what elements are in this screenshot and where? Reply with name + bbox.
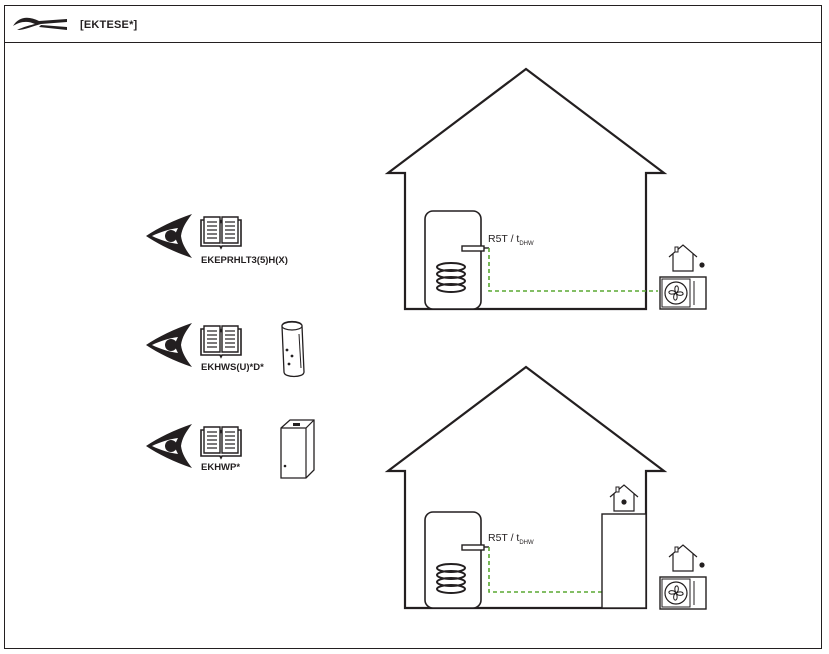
location-dot	[621, 499, 627, 505]
outdoor-house-icon	[668, 544, 698, 572]
eye-icon	[146, 323, 192, 367]
location-dot	[699, 562, 705, 568]
sensor-cable	[488, 547, 602, 593]
header-title: [EKTESE*]	[80, 19, 138, 31]
eye-icon	[146, 214, 192, 258]
sensor-label: R5T / tDHW	[488, 532, 534, 546]
eye-icon	[146, 424, 192, 468]
pliers-logo-icon	[13, 17, 67, 30]
outdoor-unit-icon	[659, 576, 707, 610]
indoor-unit	[601, 513, 647, 609]
outdoor-house-icon	[668, 244, 698, 272]
reference-row-3: EKHWP*	[146, 419, 315, 479]
sensor-cable	[488, 248, 658, 292]
hot-water-tank	[424, 511, 489, 609]
manual-book-icon	[200, 325, 242, 358]
model-label: EKEPRHLT3(5)H(X)	[201, 255, 288, 266]
header-bar: [EKTESE*]	[5, 6, 821, 43]
outdoor-unit-icon	[659, 276, 707, 310]
indoor-house-icon	[609, 484, 639, 512]
reference-row-2: EKHWS(U)*D*	[146, 320, 305, 378]
page-frame: [EKTESE*]	[4, 5, 822, 649]
model-label: EKHWP*	[201, 462, 240, 473]
sensor-label: R5T / tDHW	[488, 233, 534, 247]
heat-pump-tank-icon	[280, 419, 315, 479]
house-top: R5T / tDHW	[384, 67, 707, 311]
model-label: EKHWS(U)*D*	[201, 362, 264, 373]
reference-row-1: EKEPRHLT3(5)H(X)	[146, 214, 288, 266]
manual-book-icon	[200, 426, 242, 459]
house-bottom: R5T / tDHW	[384, 365, 707, 610]
manual-book-icon	[200, 216, 242, 249]
cylinder-tank-icon	[281, 320, 305, 378]
location-dot	[699, 262, 705, 268]
hot-water-tank	[424, 210, 489, 310]
